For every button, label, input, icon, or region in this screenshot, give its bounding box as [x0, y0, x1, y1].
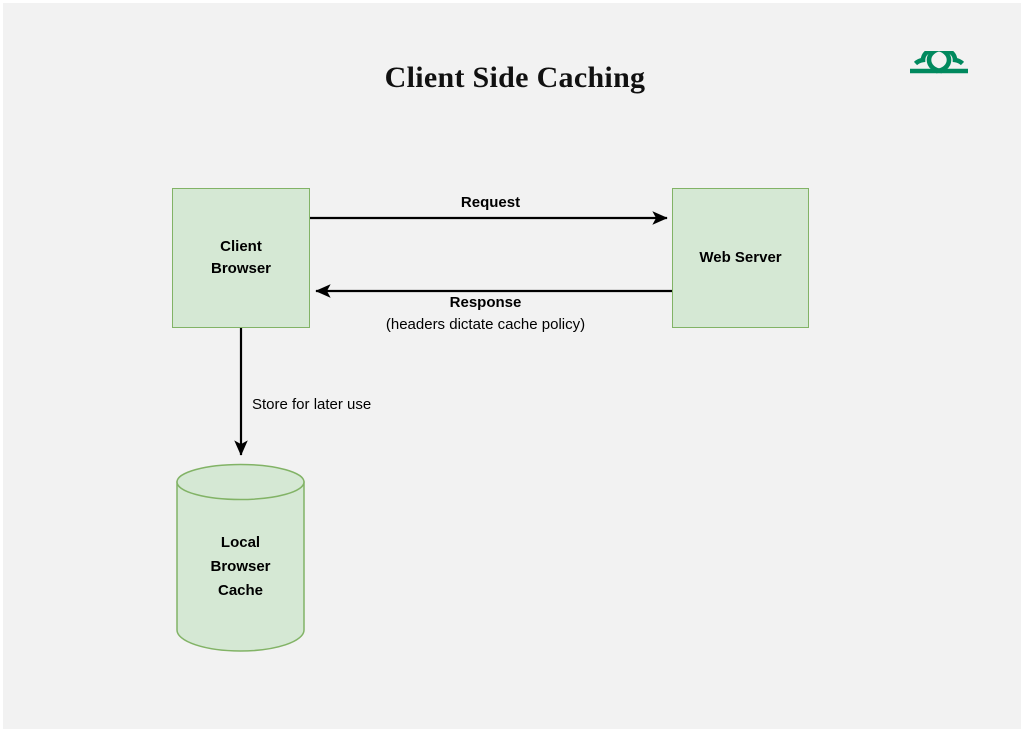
web-server-label: Web Server: [699, 249, 782, 267]
client-browser-label-line2: Browser: [210, 260, 272, 277]
store-edge-label: Store for later use: [252, 396, 372, 413]
cache-label-line2: Browser: [210, 558, 271, 575]
cache-label-line3: Cache: [217, 582, 264, 599]
response-edge-sublabel: (headers dictate cache policy): [385, 316, 586, 333]
page-title: Client Side Caching: [384, 61, 646, 94]
cache-label-line1: Local: [220, 534, 261, 551]
client-browser-label-line1: Client: [220, 238, 262, 256]
response-edge-label: Response: [449, 294, 522, 311]
geeksforgeeks-logo: [910, 51, 968, 74]
node-local-browser-cache-label: Local Browser Cache: [177, 531, 304, 603]
node-web-server: Web Server: [672, 188, 809, 328]
node-client-browser: Client Browser: [172, 188, 310, 328]
request-edge-label: Request: [460, 194, 521, 211]
diagram-connectors-layer: [176, 211, 672, 652]
